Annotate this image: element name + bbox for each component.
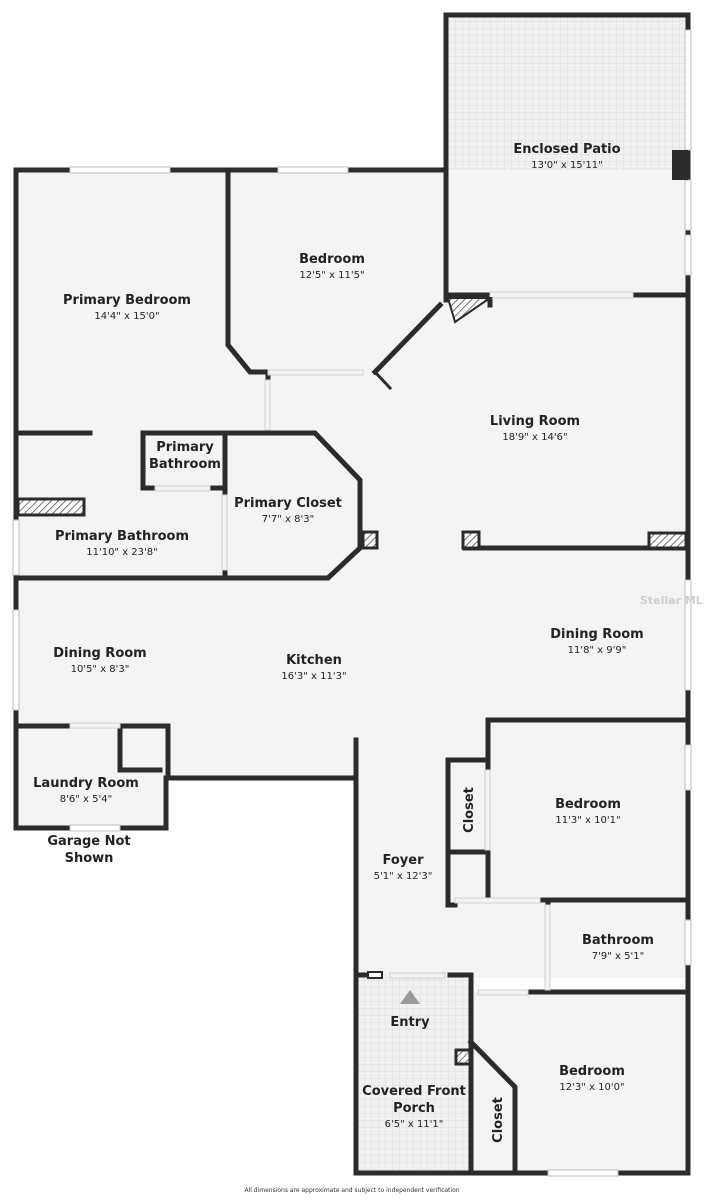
- room-dim-bedroom-mid: 11'3" x 10'1": [555, 815, 620, 826]
- room-dim-foyer: 5'1" x 12'3": [374, 871, 433, 882]
- room-name-bathroom: Bathroom: [582, 933, 654, 948]
- room-dim-enclosed-patio: 13'0" x 15'11": [531, 160, 603, 171]
- room-name-primary-closet: Primary Closet: [234, 496, 342, 511]
- room-name-dining-room-right: Dining Room: [550, 627, 643, 642]
- room-dim-primary-closet: 7'7" x 8'3": [262, 514, 314, 525]
- room-dim-covered-front-porch: 6'5" x 11'1": [385, 1119, 444, 1130]
- entry-arrow-icon: [400, 990, 420, 1004]
- watermark: Stellar MLS: [640, 594, 704, 607]
- garage-note-line2: Shown: [65, 851, 114, 866]
- walls: [13, 12, 691, 1176]
- room-name-primary-bedroom: Primary Bedroom: [63, 293, 191, 308]
- room-name-laundry-room: Laundry Room: [33, 776, 139, 791]
- room-dim-primary-bathroom: 11'10" x 23'8": [86, 547, 158, 558]
- room-dim-laundry-room: 8'6" x 5'4": [60, 794, 112, 805]
- room-dim-dining-room-left: 10'5" x 8'3": [71, 664, 130, 675]
- fixtures: [16, 150, 688, 1066]
- room-dim-bedroom-top: 12'5" x 11'5": [299, 270, 364, 281]
- garage-note-line1: Garage Not: [47, 834, 130, 849]
- room-name-living-room: Living Room: [490, 414, 580, 429]
- room-name-entry: Entry: [390, 1015, 430, 1030]
- room-name-bedroom-mid: Bedroom: [555, 797, 621, 812]
- floor-areas: [16, 15, 688, 1173]
- room-dim-dining-room-right: 11'8" x 9'9": [568, 645, 627, 656]
- room-labels: Enclosed Patio 13'0" x 15'11" Bedroom 12…: [33, 142, 654, 1143]
- room-name-covered-front-porch-2: Porch: [393, 1101, 435, 1116]
- room-name-kitchen: Kitchen: [286, 653, 342, 668]
- room-name-closet-bottom: Closet: [491, 1097, 506, 1143]
- room-name-enclosed-patio: Enclosed Patio: [513, 142, 620, 157]
- room-name-primary-bathroom: Primary Bathroom: [55, 529, 189, 544]
- room-dim-living-room: 18'9" x 14'6": [502, 432, 567, 443]
- room-name-primary-bathroom-small-2: Bathroom: [149, 457, 221, 472]
- room-dim-primary-bedroom: 14'4" x 15'0": [94, 311, 159, 322]
- room-dim-bedroom-bottom: 12'3" x 10'0": [559, 1082, 624, 1093]
- room-name-foyer: Foyer: [383, 853, 425, 868]
- disclaimer-text: All dimensions are approximate and subje…: [244, 1187, 460, 1194]
- windows: [12, 29, 692, 1177]
- room-name-covered-front-porch-1: Covered Front: [362, 1084, 466, 1099]
- room-name-dining-room-left: Dining Room: [53, 646, 146, 661]
- room-dim-kitchen: 16'3" x 11'3": [281, 671, 346, 682]
- room-name-primary-bathroom-small-1: Primary: [156, 440, 214, 455]
- room-dim-bathroom: 7'9" x 5'1": [592, 951, 644, 962]
- room-name-bedroom-bottom: Bedroom: [559, 1064, 625, 1079]
- room-name-closet-mid: Closet: [462, 787, 477, 833]
- room-name-bedroom-top: Bedroom: [299, 252, 365, 267]
